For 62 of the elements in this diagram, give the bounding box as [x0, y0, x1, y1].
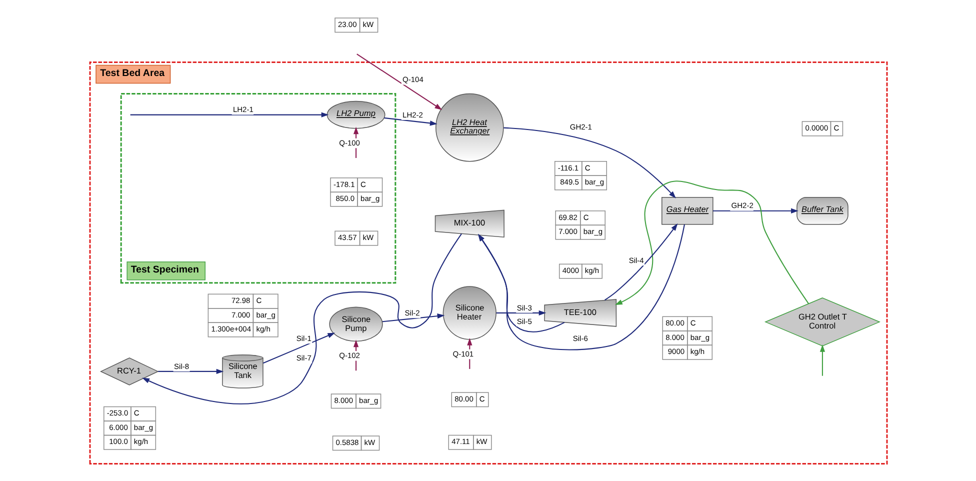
- edge-label: Q-101: [452, 350, 474, 359]
- label: 80.00: [454, 394, 473, 404]
- label: 4000: [562, 266, 579, 276]
- label: 23.00: [338, 20, 356, 30]
- label: 0.5838: [335, 438, 358, 447]
- label: C: [833, 124, 839, 133]
- label: kW: [362, 233, 374, 242]
- edge-label: Sil-3: [516, 303, 532, 312]
- label: kg/h: [133, 437, 148, 446]
- label: -253.0: [106, 408, 128, 418]
- label: 80.00: [665, 318, 684, 328]
- edge-label: Sil-4: [628, 256, 644, 266]
- edge-label: LH2-1: [232, 105, 253, 114]
- edge-label: Q-104: [402, 75, 423, 84]
- label: bar_g: [690, 332, 710, 342]
- label: 8.000: [334, 396, 353, 405]
- label: -178.1: [333, 180, 354, 189]
- label: 7.000: [230, 310, 250, 320]
- edge-label: GH2-2: [730, 201, 753, 210]
- label: C: [690, 318, 696, 328]
- label: bar_g: [358, 396, 378, 405]
- label: -116.1: [557, 163, 578, 172]
- label: 100.0: [108, 437, 128, 446]
- label: kW: [364, 438, 375, 447]
- label: C: [256, 296, 262, 306]
- label: bar_g: [584, 178, 604, 187]
- edge-label: Q-102: [338, 351, 360, 360]
- edge-label: Sil-5: [516, 316, 532, 326]
- label: kW: [476, 437, 487, 446]
- label: 69.82: [558, 212, 577, 222]
- label: kg/h: [256, 324, 270, 334]
- label: 9000: [667, 347, 684, 356]
- edge-label: GH2-1: [569, 122, 592, 132]
- label: bar_g: [256, 310, 275, 320]
- label: 0.0000: [804, 124, 828, 133]
- label: 849.5: [560, 178, 578, 187]
- label: C: [360, 180, 366, 189]
- label: 6.000: [108, 422, 128, 432]
- edge-label: Sil-6: [572, 334, 588, 344]
- edge-label: Sil-2: [404, 308, 420, 318]
- label: kg/h: [584, 266, 599, 276]
- edge-label: Sil-7: [296, 354, 311, 363]
- edge-label: Sil-1: [296, 334, 311, 344]
- edge-label: Sil-8: [174, 362, 189, 371]
- label: 850.0: [335, 194, 354, 204]
- label: kW: [362, 20, 374, 30]
- label: bar_g: [360, 194, 380, 204]
- label: 47.11: [451, 437, 470, 446]
- label: kg/h: [690, 347, 704, 356]
- label: C: [478, 394, 484, 404]
- edge-label: Q-100: [338, 138, 360, 148]
- label: 1.300e+004: [210, 324, 251, 334]
- label: bar_g: [133, 422, 153, 432]
- label: 72.98: [230, 296, 250, 306]
- label: C: [133, 408, 139, 418]
- label: bar_g: [582, 227, 602, 236]
- edge-label: LH2-2: [402, 110, 422, 120]
- label: C: [582, 212, 588, 222]
- label: 43.57: [338, 233, 356, 242]
- label: 7.000: [558, 227, 577, 236]
- label: 8.000: [665, 332, 684, 342]
- label: C: [584, 163, 590, 172]
